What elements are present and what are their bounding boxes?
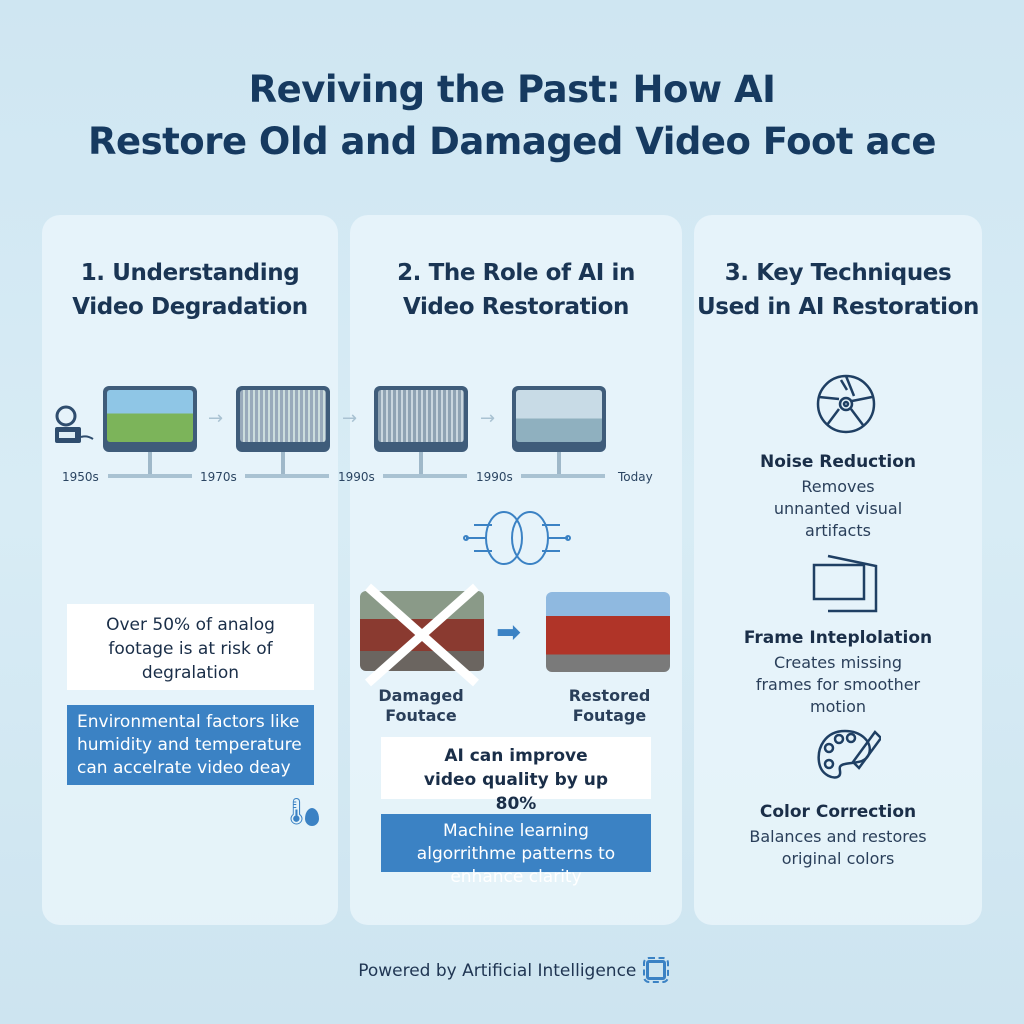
arrow-icon: → xyxy=(342,408,358,429)
timeline-label: 1950s xyxy=(62,470,99,484)
restored-label: Restored Foutage xyxy=(568,686,651,725)
frame-1950s xyxy=(103,386,197,452)
frames-icon xyxy=(812,554,878,613)
arrow-right-icon: ➡ xyxy=(496,615,522,650)
timeline-label: 1970s xyxy=(200,470,237,484)
degradation-stat: Over 50% of analog footage is at risk of… xyxy=(67,604,314,690)
ai-improvement-stat: AI can improve video quality by up 80% xyxy=(381,737,651,814)
aperture-icon xyxy=(816,374,876,434)
frame-1990s-b xyxy=(512,386,606,452)
timeline-label: Today xyxy=(618,470,653,484)
panel-ai-role xyxy=(350,215,682,925)
frame-1970s xyxy=(236,386,330,452)
arrow-icon: → xyxy=(480,408,496,429)
environment-note: Environmental factors like humidity and … xyxy=(67,705,314,785)
timeline-label: 1990s xyxy=(338,470,375,484)
ml-note: Machine learning algorrithme patterns to… xyxy=(381,814,651,887)
chip-icon xyxy=(642,957,669,983)
cross-icon xyxy=(365,583,479,687)
footer: Powered by Artificial Intelligence xyxy=(0,957,1024,983)
arrow-icon: → xyxy=(208,408,224,429)
palette-icon xyxy=(817,729,881,779)
frame-1990s-a xyxy=(374,386,468,452)
film-projector-icon xyxy=(55,405,94,443)
panel-degradation xyxy=(42,215,338,925)
water-drop-icon xyxy=(305,808,319,826)
brain-circuit-icon xyxy=(463,511,571,565)
panel-techniques xyxy=(694,215,982,925)
damaged-label: Damaged Foutace xyxy=(378,686,464,725)
restored-footage-image xyxy=(546,592,670,672)
timeline-label: 1990s xyxy=(476,470,513,484)
